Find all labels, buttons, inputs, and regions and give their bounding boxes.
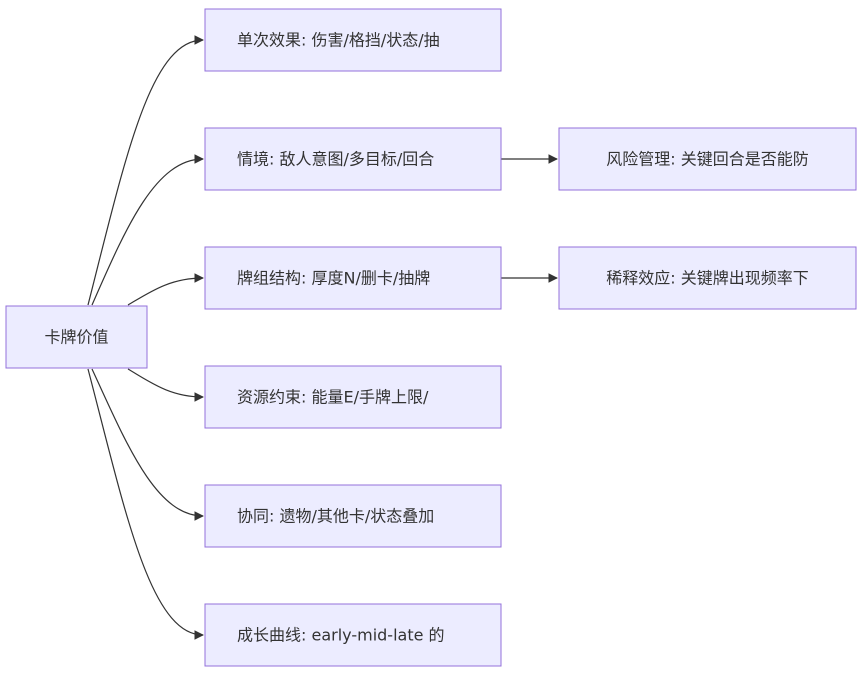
branch-node-label: 情境: 敌人意图/多目标/回合 [237,150,434,169]
edge-root-to-branch-5 [91,368,204,521]
branch-node-resource-constraints: 资源约束: 能量E/手牌上限/ [204,365,502,429]
edges [87,35,558,640]
root-node: 卡牌价值 [5,305,148,369]
branch-node-label: 资源约束: 能量E/手牌上限/ [237,388,429,407]
branch-node-label: 成长曲线: early-mid-late 的 [237,626,445,645]
edge-root-to-branch-1 [87,35,204,306]
branch-node-label: 协同: 遗物/其他卡/状态叠加 [237,507,434,526]
branch-node-growth-curve: 成长曲线: early-mid-late 的 [204,603,502,667]
followup-node-label: 稀释效应: 关键牌出现频率下 [606,269,808,288]
followup-node-risk-management: 风险管理: 关键回合是否能防 [558,127,857,191]
edge-root-to-branch-4 [127,368,204,402]
followup-node-label: 风险管理: 关键回合是否能防 [606,150,808,169]
root-node-label: 卡牌价值 [44,328,108,347]
branch-node-single-effect: 单次效果: 伤害/格挡/状态/抽 [204,8,502,72]
branch-node-deck-structure: 牌组结构: 厚度N/删卡/抽牌 [204,246,502,310]
branch-node-label: 单次效果: 伤害/格挡/状态/抽 [237,31,440,50]
edge-root-to-branch-6 [87,368,204,640]
edge-root-to-branch-3 [127,273,204,306]
edge-root-to-branch-2 [91,154,204,306]
followup-node-dilution-effect: 稀释效应: 关键牌出现频率下 [558,246,857,310]
branch-node-synergy: 协同: 遗物/其他卡/状态叠加 [204,484,502,548]
branch-node-label: 牌组结构: 厚度N/删卡/抽牌 [237,269,430,288]
branch-node-context: 情境: 敌人意图/多目标/回合 [204,127,502,191]
